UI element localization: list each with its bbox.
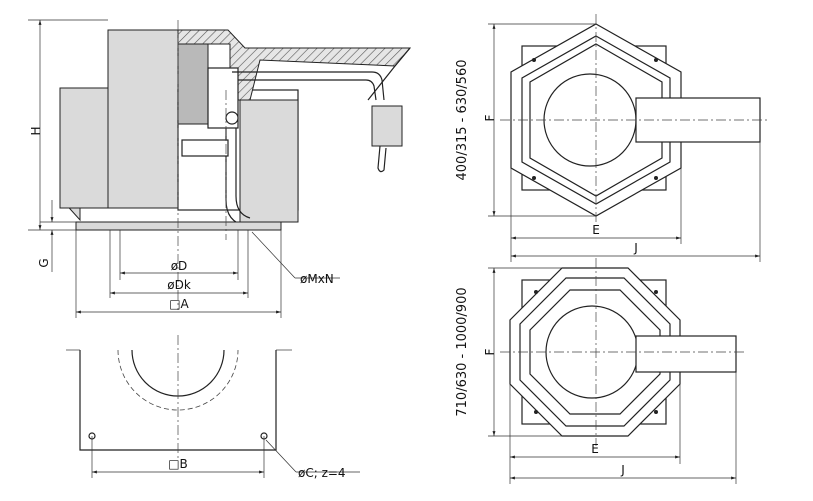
hex-f-label: F: [483, 114, 497, 121]
hole-callout: øC; z=4: [265, 439, 360, 480]
bracket: [181, 139, 229, 157]
outlet-flare: [367, 47, 411, 101]
height-label: H: [29, 126, 43, 135]
motor-core: [177, 43, 209, 125]
dimension-dk: øDk: [109, 230, 249, 298]
oct-inner2: [529, 289, 661, 415]
casing-section: [239, 99, 299, 223]
motor-housing: [107, 29, 179, 209]
hex-j-label: J: [633, 241, 638, 255]
hexagon-view: [500, 14, 768, 226]
cooling-duct-top: [232, 71, 385, 101]
cable: [377, 145, 387, 173]
oct-dim-e: E: [509, 384, 681, 464]
bolt-label: øMxN: [300, 272, 334, 286]
square-b-label: □B: [168, 457, 188, 471]
hex-dim-f: F: [483, 23, 596, 217]
oct-dim-j: J: [509, 372, 737, 484]
oct-j-label: J: [620, 463, 625, 477]
oct-size-range: 710/630 - 1000/900: [455, 287, 470, 416]
base-height-label: G: [37, 258, 51, 267]
hex-e-label: E: [592, 223, 600, 237]
diameter-dk-label: øDk: [167, 278, 191, 292]
oct-dim-f: F: [483, 267, 562, 437]
cooling-duct-bottom: [238, 79, 377, 101]
oct-e-label: E: [591, 442, 599, 456]
base-plate: [75, 221, 282, 231]
hex-dim-e: E: [510, 168, 682, 244]
bearing: [225, 111, 239, 125]
junction-box: [371, 105, 403, 147]
oct-f-label: F: [483, 348, 497, 355]
fan-casing: [59, 87, 109, 209]
dimension-g: G: [37, 200, 76, 272]
octagon-view: [500, 258, 744, 446]
dimension-a: □A: [75, 230, 282, 318]
side-view: [59, 20, 412, 310]
drain-pipe-inner: [235, 128, 251, 219]
hex-dim-j: J: [510, 142, 761, 262]
oct-inner: [519, 277, 671, 427]
diameter-d-label: øD: [171, 259, 188, 273]
dimension-b: □B: [91, 436, 265, 478]
oct-outlet-duct: [635, 335, 737, 373]
bolt-callout: øMxN: [251, 231, 340, 286]
inlet-hidden-edge: [117, 349, 239, 411]
hole-label: øC; z=4: [298, 466, 346, 480]
square-a-label: □A: [169, 297, 189, 311]
dimension-d: øD: [119, 230, 239, 280]
hex-size-range: 400/315 - 630/560: [455, 60, 470, 181]
bottom-view: [66, 335, 292, 460]
